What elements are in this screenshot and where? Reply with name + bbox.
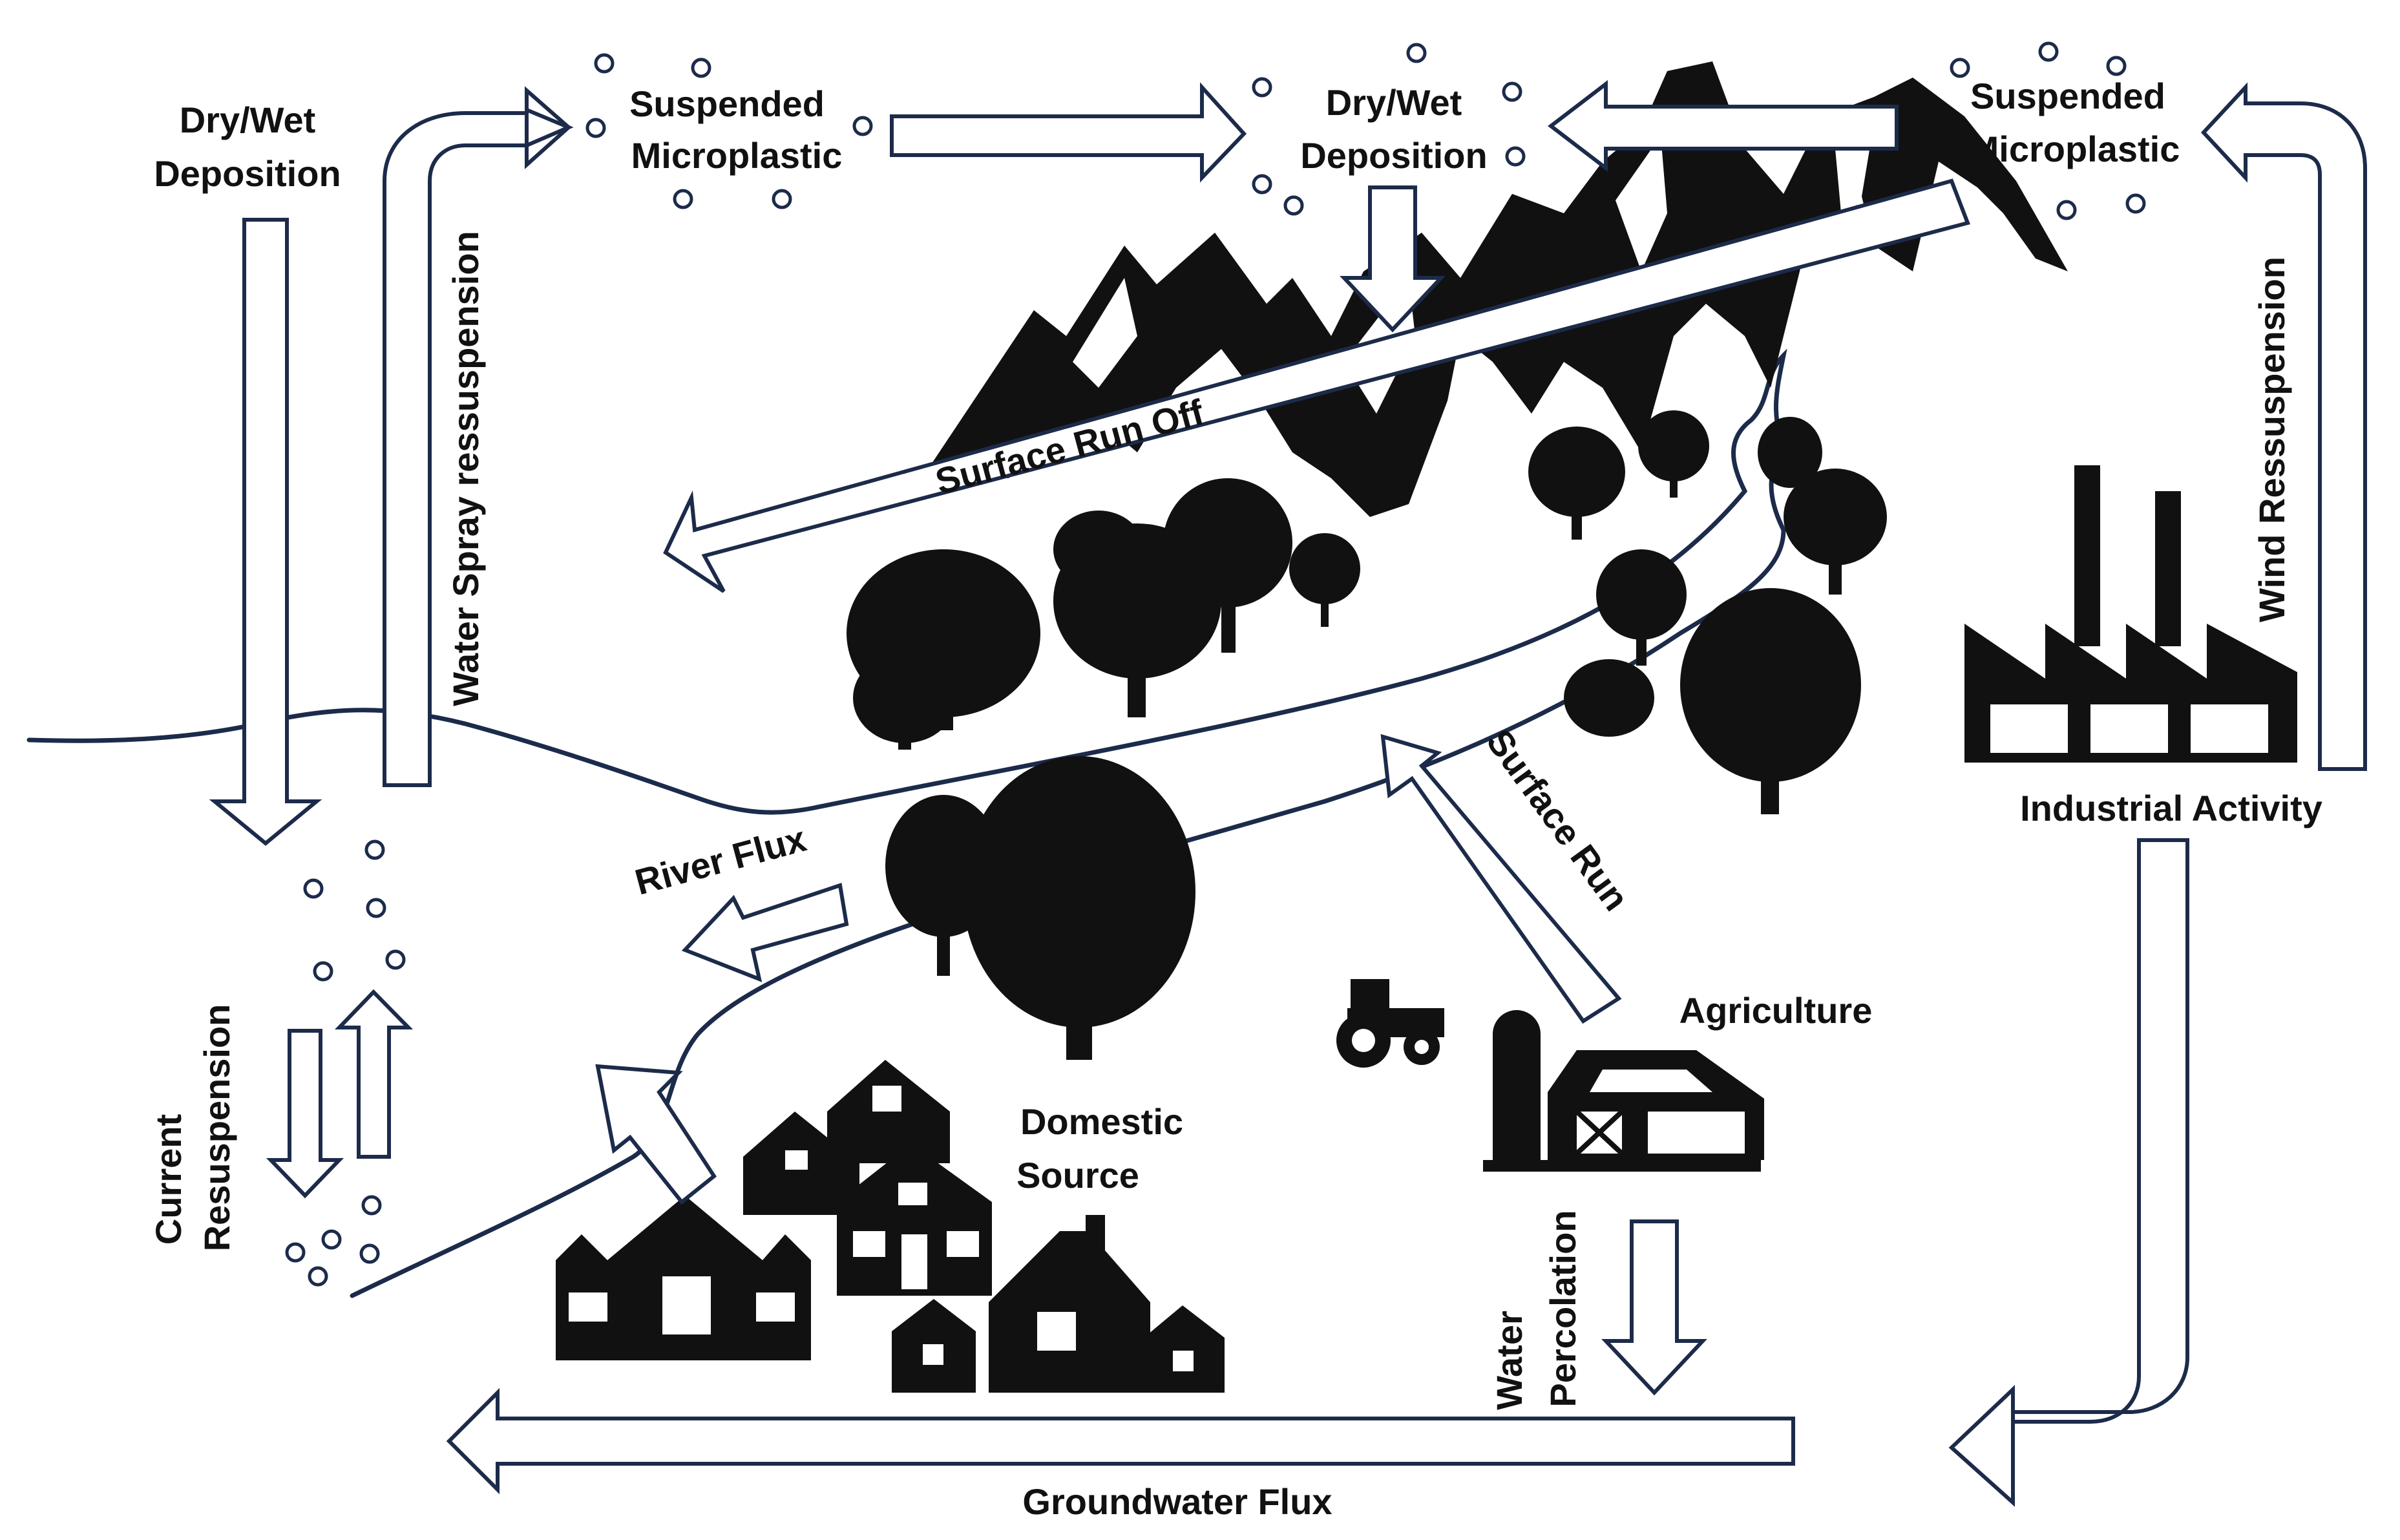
- deposition-arrow-left: [209, 218, 322, 846]
- house-icon: [556, 1060, 1225, 1393]
- suspended-microplastic-right-label-2: Microplastic: [1969, 129, 2180, 169]
- industrial-activity-label: Industrial Activity: [2020, 788, 2322, 828]
- dry-wet-deposition-center-label: Dry/Wet: [1326, 82, 1462, 123]
- water-spray-ressuspension-label: Water Spray ressuspension: [445, 231, 486, 706]
- tree-icon: [847, 410, 1887, 814]
- surface-run-off-arrow: [663, 178, 1971, 593]
- industrial-down-arrow: [1948, 838, 2189, 1507]
- domestic-source-label-2: Source: [1016, 1155, 1139, 1196]
- microplastic-particles-top-left: [585, 53, 873, 209]
- river-flux-arrow: [681, 883, 849, 982]
- suspended-microplastic-left-label-2: Microplastic: [631, 135, 843, 176]
- groundwater-flux-label: Groundwater Flux: [1022, 1481, 1332, 1522]
- water-percolation-label-2: Percolation: [1542, 1210, 1583, 1408]
- water-percolation-arrow: [1601, 1219, 1707, 1396]
- barn-icon: [1483, 1050, 1764, 1172]
- domestic-source-label: Domestic: [1020, 1101, 1183, 1142]
- current-resuspension-arrow-up: [334, 989, 414, 1159]
- dry-wet-deposition-left-label: Dry/Wet: [180, 100, 316, 140]
- wind-ressuspension-arrow: [2200, 82, 2367, 771]
- dry-wet-deposition-center-label-2: Deposition: [1300, 135, 1487, 176]
- current-resuspension-label-2: Resuspension: [196, 1004, 237, 1252]
- current-resuspension-label: Current: [148, 1114, 189, 1245]
- silo-icon: [1493, 1010, 1541, 1160]
- microplastic-particles-top-right: [1950, 41, 2146, 220]
- water-percolation-label: Water: [1489, 1311, 1530, 1410]
- deposition-arrow-center: [1340, 185, 1446, 333]
- groundwater-flux-arrow: [446, 1387, 1795, 1495]
- sea-surface-line: [26, 348, 1787, 815]
- wind-ressuspension-label: Wind Ressuspension: [2251, 257, 2292, 622]
- mountain-icon: [931, 61, 2068, 517]
- microplastic-particles-top-center: [1252, 43, 1526, 216]
- agriculture-label: Agriculture: [1679, 990, 1873, 1031]
- suspended-microplastic-left-label: Suspended: [629, 83, 825, 124]
- microplastic-particles-water: [285, 839, 406, 1287]
- horizontal-arrow-top-left: [890, 82, 1247, 183]
- surface-run-arrow: [1380, 733, 1622, 1024]
- tree-icon: [885, 756, 1195, 1060]
- suspended-microplastic-right-label: Suspended: [1970, 76, 2165, 116]
- current-resuspension-arrow-down: [266, 1029, 344, 1199]
- horizontal-arrow-top-right: [1548, 79, 1899, 173]
- factory-icon: [1964, 465, 2297, 763]
- water-spray-ressuspension-arrow: [383, 86, 574, 787]
- dry-wet-deposition-left-label-2: Deposition: [154, 153, 341, 194]
- river-flux-label: River Flux: [631, 818, 810, 903]
- tractor-icon: [1336, 979, 1444, 1068]
- domestic-source-arrow: [595, 1064, 717, 1205]
